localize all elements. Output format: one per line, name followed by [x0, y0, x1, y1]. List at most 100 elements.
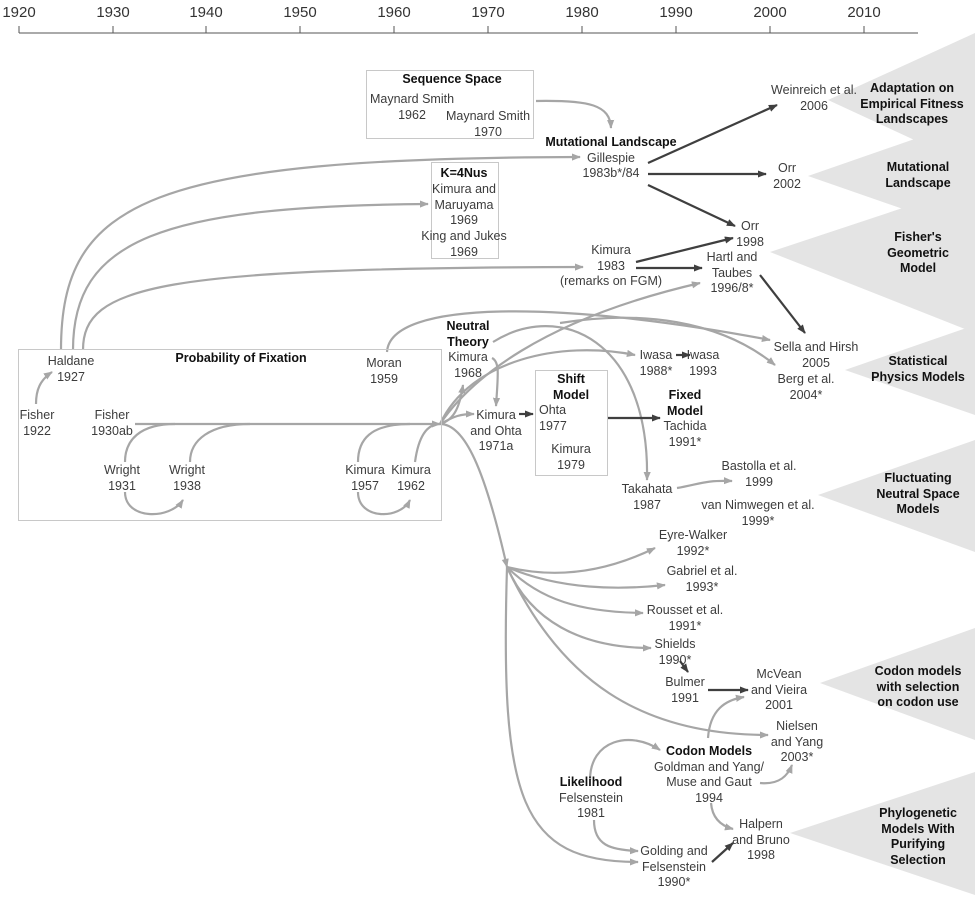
arrow-takahata-to-bastolla	[676, 477, 733, 490]
group-title-probability-of-fixation: Probability of Fixation	[175, 351, 307, 365]
node-orr-2002: Orr 2002	[773, 161, 801, 191]
arrow-goldman-to-nielsen	[759, 764, 794, 785]
arrow-kimura1962-to-main	[413, 422, 441, 463]
arrow-branch-to-golding	[504, 566, 639, 866]
category-fluctuating-neutral: Fluctuating Neutral Space Models	[876, 471, 960, 516]
node-van-nimwegen: van Nimwegen et al. 1999*	[701, 498, 815, 528]
arrow-neutral-to-takahata	[492, 325, 651, 481]
node-moran: Moran 1959	[366, 356, 402, 386]
year-tick-1940: 1940	[189, 4, 223, 21]
year-tick-1920: 1920	[2, 4, 36, 21]
arrow-kimura1957-to-1962	[356, 491, 411, 516]
arrow-kimura1968-to-berg	[559, 316, 776, 366]
dark-arrows	[519, 103, 806, 863]
category-adaptation-empirical: Adaptation on Empirical Fitness Landscap…	[860, 81, 964, 126]
node-gabriel: Gabriel et al. 1993*	[666, 564, 738, 594]
category-fishers-geometric: Fisher's Geometric Model	[887, 230, 949, 275]
category-triangle-fluctuating-neutral	[818, 440, 975, 552]
node-hartl-taubes: Hartl and Taubes 1996/8*	[706, 250, 758, 295]
arrow-felsenstein-to-golding	[592, 819, 639, 855]
node-bastolla: Bastolla et al. 1999	[721, 459, 797, 489]
arrow-branch-to-nielsen	[506, 566, 769, 739]
arrow-main-to-kimuraohta	[439, 410, 475, 425]
node-kimura-1962: Kimura 1962	[391, 463, 431, 493]
node-ohta-1977: Ohta 1977	[539, 403, 567, 433]
arrow-wright1931-to-1938	[123, 491, 184, 516]
arrow-hartl-to-sella	[759, 274, 806, 334]
node-kimura-1979: Kimura 1979	[551, 442, 591, 472]
node-mcvean-vieira: McVean and Vieira 2001	[750, 667, 808, 712]
year-tick-1970: 1970	[471, 4, 505, 21]
year-tick-2010: 2010	[847, 4, 881, 21]
arrow-wright1931-to-fisher	[123, 422, 176, 463]
group-title-sequence-space: Sequence Space	[402, 72, 502, 86]
timeline-axis	[18, 26, 918, 34]
arrow-fisher1922-to-haldane	[34, 371, 53, 405]
group-box-k4nus	[431, 162, 499, 259]
group-box-sequence-space	[366, 70, 534, 139]
node-king-jukes: King and Jukes 1969	[421, 229, 507, 259]
category-triangle-codon-selection	[820, 628, 975, 740]
node-haldane: Haldane 1927	[47, 354, 95, 384]
node-kimura-1957: Kimura 1957	[345, 463, 385, 493]
arrow-kimura1957-to-main	[356, 422, 411, 463]
arrow-main-to-hartl	[439, 281, 701, 425]
node-fisher-1922: Fisher 1922	[19, 408, 55, 438]
node-weinreich: Weinreich et al. 2006	[771, 83, 857, 113]
year-tick-1980: 1980	[565, 4, 599, 21]
node-rousset: Rousset et al. 1991*	[646, 603, 724, 633]
year-tick-1990: 1990	[659, 4, 693, 21]
node-berg: Berg et al. 2004*	[777, 372, 835, 402]
year-tick-1930: 1930	[96, 4, 130, 21]
year-tick-1960: 1960	[377, 4, 411, 21]
category-triangles	[770, 33, 975, 895]
arrow-codon-to-mcvean	[706, 694, 745, 739]
group-box-probability-of-fixation	[18, 349, 442, 521]
node-kimura-1983: Kimura 1983 (remarks on FGM)	[559, 243, 663, 288]
node-golding-felsenstein: Golding and Felsenstein 1990*	[640, 844, 708, 889]
arrow-felsenstein-to-codon	[588, 738, 661, 781]
arrow-gillespie-to-weinreich	[647, 103, 778, 165]
node-shields: Shields 1990*	[654, 637, 696, 667]
node-orr-1998: Orr 1998	[736, 219, 764, 249]
node-maynard-smith-1970: Maynard Smith 1970	[445, 109, 531, 139]
node-kimura-ohta: Kimura and Ohta 1971a	[470, 408, 522, 453]
arrow-golding-to-halpern	[711, 842, 734, 863]
node-maynard-smith-1962: Maynard Smith 1962	[369, 92, 455, 122]
node-wright-1938: Wright 1938	[169, 463, 205, 493]
arrow-shields-to-bulmer	[679, 660, 689, 673]
group-title-shift-model: Shift Model	[552, 372, 590, 402]
group-title-k4nus: K=4Nus	[440, 166, 488, 180]
group-box-shift-model	[535, 370, 608, 476]
arrow-gillespie-to-orr1998	[647, 184, 736, 227]
arrow-branch-to-rousset	[506, 566, 644, 617]
arrow-moran-to-sella	[385, 310, 771, 353]
category-triangle-phylogenetic-purifying	[790, 772, 975, 895]
node-kimura-maruyama: Kimura and Maruyama 1969	[432, 182, 496, 227]
node-fisher-1930: Fisher 1930ab	[91, 408, 133, 438]
node-iwasa-1988: Iwasa 1988*	[639, 348, 673, 378]
node-sella-hirsh: Sella and Hirsh 2005	[773, 340, 859, 370]
category-mutational-landscape: Mutational Landscape	[885, 160, 951, 190]
arrow-haldane-to-kimura1983	[81, 263, 584, 351]
arrow-kimura1968-to-kimuraohta	[491, 357, 501, 407]
node-halpern-bruno: Halpern and Bruno 1998	[732, 817, 790, 862]
category-triangle-statistical-physics	[845, 325, 975, 415]
arrow-main-to-branch	[439, 422, 509, 568]
light-arrows	[34, 99, 794, 866]
node-wright-1931: Wright 1931	[104, 463, 140, 493]
arrow-branch-to-gabriel	[506, 565, 666, 590]
node-nielsen-yang: Nielsen and Yang 2003*	[770, 719, 824, 764]
arrow-haldane-to-gillespie	[59, 153, 581, 351]
arrow-goldman-to-halpern	[709, 802, 734, 831]
category-codon-selection: Codon models with selection on codon use	[874, 664, 962, 709]
node-iwasa-1993: Iwasa 1993	[686, 348, 720, 378]
arrow-kimura1983-to-orr1998	[635, 236, 734, 264]
node-bulmer: Bulmer 1991	[665, 675, 705, 705]
